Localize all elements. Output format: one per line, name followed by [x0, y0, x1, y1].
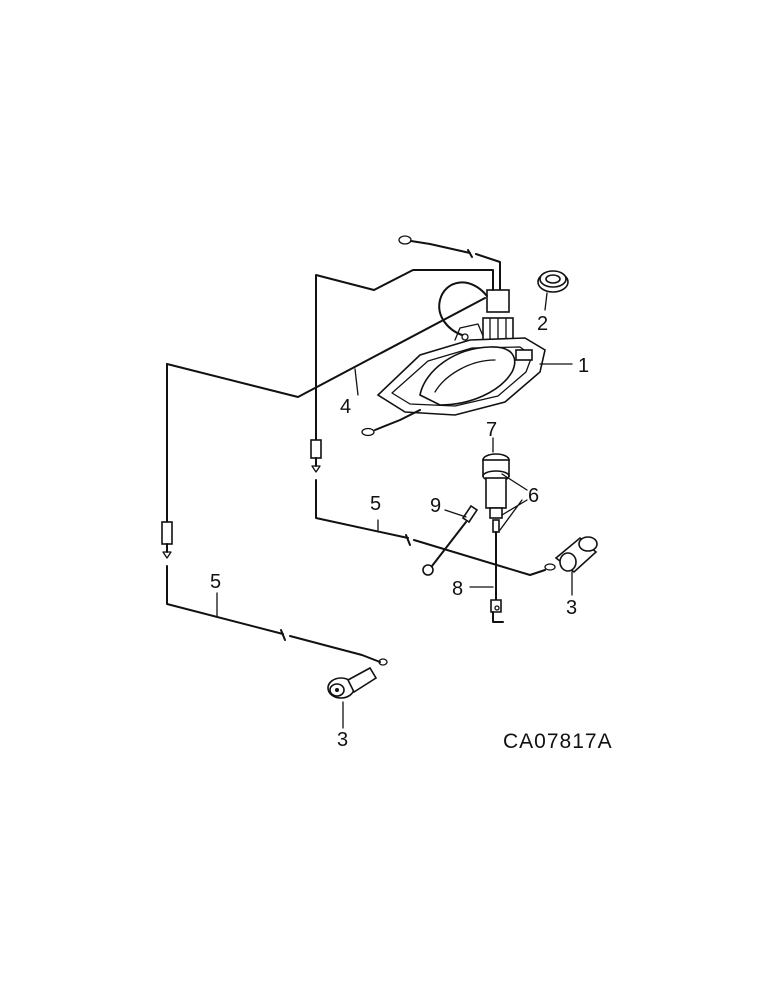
lighter-assembly — [482, 453, 510, 533]
wire-connector — [482, 289, 514, 341]
terminal-9 — [422, 504, 479, 576]
lamp-terminal-wire — [361, 409, 421, 437]
lamp-housing — [376, 323, 546, 416]
figure-code: CA07817A — [503, 730, 613, 753]
harness-4 — [166, 297, 486, 398]
callout-9: 9 — [430, 495, 441, 517]
grommet — [537, 270, 569, 293]
callout-5-lower: 5 — [210, 571, 221, 593]
lamp-loop-wire — [438, 281, 488, 336]
top-ground-wire — [398, 235, 501, 291]
callout-1: 1 — [578, 355, 589, 377]
callout-3-right: 3 — [566, 597, 577, 619]
callout-7: 7 — [486, 419, 497, 441]
switch-bottom — [327, 666, 378, 699]
callout-3-bottom: 3 — [337, 729, 348, 751]
lead-wire-8 — [490, 531, 504, 623]
harness-5-upper-plug — [310, 439, 322, 473]
harness-5-lower-run — [166, 565, 381, 663]
callout-8: 8 — [452, 578, 463, 600]
switch-right — [554, 536, 598, 574]
leader-lines — [216, 292, 573, 729]
callout-6: 6 — [528, 485, 539, 507]
harness-5-upper — [315, 269, 494, 441]
callout-5-upper: 5 — [370, 493, 381, 515]
harness-5-lower-plug — [161, 521, 173, 559]
harness-5-upper-run — [315, 479, 546, 576]
callout-2: 2 — [537, 313, 548, 335]
callout-4: 4 — [340, 396, 351, 418]
